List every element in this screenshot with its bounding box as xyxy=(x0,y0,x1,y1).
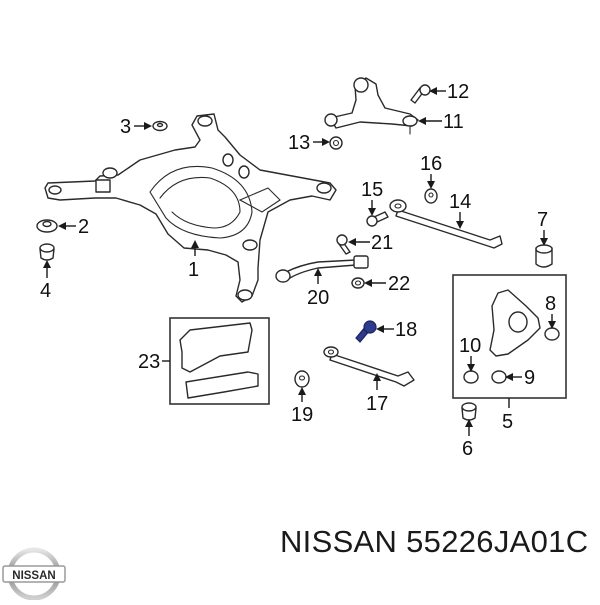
svg-text:19: 19 xyxy=(291,404,313,426)
nut-part-22[interactable] xyxy=(351,277,365,289)
bushing-part-6[interactable] xyxy=(461,402,477,421)
svg-text:5: 5 xyxy=(502,411,513,433)
svg-text:NISSAN: NISSAN xyxy=(12,570,55,582)
svg-text:13: 13 xyxy=(288,132,310,154)
bushing-part-4[interactable] xyxy=(39,243,55,261)
callout-11: 11 xyxy=(418,111,464,133)
callout-15: 15 xyxy=(361,179,383,216)
svg-text:3: 3 xyxy=(120,116,131,138)
washer-part-19[interactable] xyxy=(294,370,310,388)
callout-12: 12 xyxy=(429,81,469,103)
bushing-part-8[interactable] xyxy=(544,327,560,341)
bolt-part-21[interactable] xyxy=(336,234,351,255)
link-part-17[interactable] xyxy=(323,346,415,387)
callout-20: 20 xyxy=(307,268,329,309)
bushing-part-7[interactable] xyxy=(535,244,553,268)
part-23-box[interactable] xyxy=(169,317,270,405)
svg-text:20: 20 xyxy=(307,287,329,309)
callout-6: 6 xyxy=(462,419,473,460)
nut-part-13[interactable] xyxy=(329,136,343,150)
callout-7: 7 xyxy=(537,209,548,246)
part-5-box[interactable] xyxy=(452,274,567,399)
svg-text:2: 2 xyxy=(78,216,89,238)
callout-22: 22 xyxy=(364,273,410,295)
callout-9: 9 xyxy=(505,367,535,389)
svg-text:12: 12 xyxy=(447,81,469,103)
svg-text:22: 22 xyxy=(388,273,410,295)
svg-text:11: 11 xyxy=(443,111,464,133)
callout-14: 14 xyxy=(449,191,471,229)
callout-18: 18 xyxy=(376,319,417,341)
bolt-part-18-highlighted[interactable] xyxy=(355,320,377,343)
callout-3: 3 xyxy=(120,116,152,138)
svg-text:16: 16 xyxy=(420,153,442,175)
svg-text:23: 23 xyxy=(138,351,160,373)
callout-4: 4 xyxy=(40,260,51,302)
callout-23: 23 xyxy=(138,351,170,373)
callout-17: 17 xyxy=(366,373,388,415)
part-number-caption: NISSAN 55226JA01C xyxy=(280,524,589,559)
svg-text:21: 21 xyxy=(371,232,393,254)
callout-13: 13 xyxy=(288,132,330,154)
lateral-link-part-14[interactable] xyxy=(389,199,503,249)
callout-2: 2 xyxy=(58,216,89,238)
callout-10: 10 xyxy=(459,335,481,372)
svg-text:10: 10 xyxy=(459,335,481,357)
bushing-part-10[interactable] xyxy=(463,370,479,384)
bolt-part-12[interactable] xyxy=(410,84,431,104)
bushing-part-9[interactable] xyxy=(491,370,507,384)
svg-text:18: 18 xyxy=(395,319,417,341)
callout-21: 21 xyxy=(348,232,393,254)
svg-text:15: 15 xyxy=(361,179,383,201)
svg-text:14: 14 xyxy=(449,191,471,213)
callout-19: 19 xyxy=(291,387,313,426)
washer-part-16[interactable] xyxy=(424,188,438,204)
upper-arm-part-11[interactable] xyxy=(324,77,419,135)
svg-text:9: 9 xyxy=(524,367,535,389)
bolt-part-15[interactable] xyxy=(366,211,389,227)
nissan-logo: NISSAN xyxy=(2,544,66,601)
svg-text:7: 7 xyxy=(537,209,548,231)
svg-text:6: 6 xyxy=(462,438,473,460)
washer-part-3[interactable] xyxy=(152,120,168,132)
link-part-20[interactable] xyxy=(275,255,369,283)
svg-text:1: 1 xyxy=(188,259,199,281)
svg-text:8: 8 xyxy=(545,293,556,315)
callout-16: 16 xyxy=(420,153,442,189)
subframe-part-1[interactable] xyxy=(44,113,337,303)
callout-8: 8 xyxy=(545,293,556,329)
callout-1: 1 xyxy=(188,240,199,281)
svg-text:17: 17 xyxy=(366,393,388,415)
washer-part-2[interactable] xyxy=(36,219,58,233)
callout-5: 5 xyxy=(502,398,513,433)
svg-text:4: 4 xyxy=(40,280,51,302)
